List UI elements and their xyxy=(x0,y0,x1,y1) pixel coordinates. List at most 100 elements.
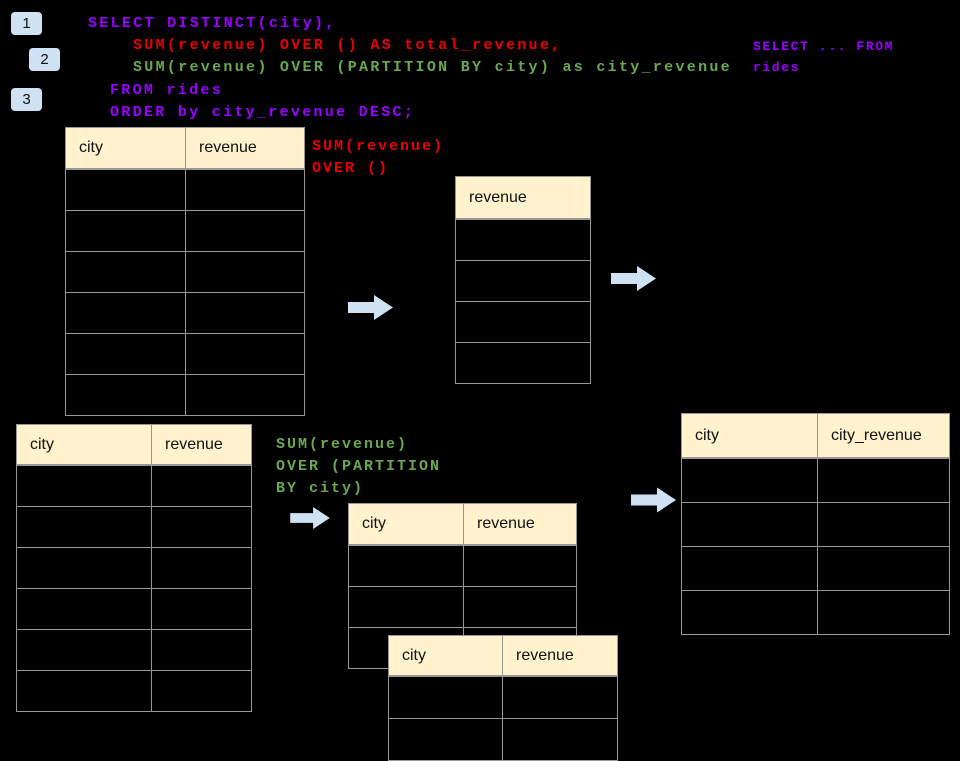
sql-select-line: SELECT DISTINCT(city), xyxy=(88,15,337,32)
table-row xyxy=(66,292,304,333)
column-header-revenue: revenue xyxy=(477,515,535,532)
table-row xyxy=(17,465,251,506)
table-row xyxy=(456,342,590,383)
table-row xyxy=(349,545,576,586)
table-header-row: revenue xyxy=(456,177,590,219)
table-cell xyxy=(503,719,617,760)
table-row xyxy=(66,210,304,251)
table-cell xyxy=(152,671,251,711)
annotation-total-line1: SUM(revenue) xyxy=(312,138,445,155)
column-header-revenue: revenue xyxy=(199,139,257,156)
table-cell xyxy=(17,548,152,588)
table-header-row: city city_revenue xyxy=(682,414,949,458)
annotation-partition-line2: OVER (PARTITION xyxy=(276,458,442,475)
table-row xyxy=(349,586,576,627)
column-header-revenue: revenue xyxy=(165,435,223,453)
table-cell xyxy=(349,587,464,627)
table-cell xyxy=(17,630,152,670)
column-header-revenue: revenue xyxy=(516,646,574,664)
slide-canvas: { "steps": { "badge1": "1", "badge2": "2… xyxy=(11,12,950,761)
side-note: SELECT ... FROM rides xyxy=(753,36,894,78)
table-cell xyxy=(152,630,251,670)
table-row xyxy=(682,590,949,634)
table-cell xyxy=(349,546,464,586)
table-cell xyxy=(503,677,617,718)
side-note-line1: SELECT ... FROM xyxy=(753,39,895,54)
table-cell xyxy=(682,547,818,590)
column-header-city: city xyxy=(682,414,818,457)
column-header-city: city xyxy=(66,128,186,168)
table-cell xyxy=(66,375,186,415)
table-cell xyxy=(818,591,949,634)
side-note-line2: rides xyxy=(753,60,801,75)
table-row xyxy=(66,374,304,415)
table-row xyxy=(17,629,251,670)
table-row xyxy=(66,333,304,374)
table-header-row: city revenue xyxy=(66,128,304,169)
table-row xyxy=(66,169,304,210)
table-cell xyxy=(456,220,590,260)
right-arrow-icon xyxy=(631,487,676,513)
table-cell xyxy=(818,503,949,546)
table-cell xyxy=(186,170,304,210)
table-row xyxy=(682,502,949,546)
table-cell xyxy=(186,334,304,374)
column-header-revenue: revenue xyxy=(469,188,527,206)
table-cell xyxy=(17,507,152,547)
right-arrow-icon xyxy=(611,266,656,291)
table-cell xyxy=(818,547,949,590)
table-cell xyxy=(464,587,576,627)
table-cell xyxy=(66,211,186,251)
table-cell xyxy=(66,170,186,210)
column-header-city-revenue: city_revenue xyxy=(831,426,922,444)
sql-order-line: ORDER by city_revenue DESC; xyxy=(110,104,416,121)
table-cell xyxy=(456,302,590,342)
table-cell xyxy=(682,591,818,634)
table-cell xyxy=(17,589,152,629)
column-header-city: city xyxy=(17,425,152,464)
table-cell xyxy=(66,252,186,292)
table-cell xyxy=(464,546,576,586)
table-cell xyxy=(152,466,251,506)
table-row xyxy=(17,547,251,588)
step-1-badge: 1 xyxy=(11,12,42,35)
annotation-total-line2: OVER () xyxy=(312,160,390,177)
table-row xyxy=(682,546,949,590)
table-cell xyxy=(818,459,949,502)
table-header-row: city revenue xyxy=(389,636,617,676)
table-cell xyxy=(389,719,503,760)
table-cell xyxy=(17,466,152,506)
table-cell xyxy=(66,334,186,374)
table-row xyxy=(456,301,590,342)
annotation-partition-line1: SUM(revenue) xyxy=(276,436,409,453)
table-cell xyxy=(186,293,304,333)
table-cell xyxy=(389,677,503,718)
table-cell xyxy=(152,548,251,588)
table-cell xyxy=(186,211,304,251)
final-result-table: city city_revenue xyxy=(681,413,950,635)
sql-from-line: FROM rides xyxy=(110,82,224,99)
table-cell xyxy=(456,343,590,383)
table-header-row: city revenue xyxy=(17,425,251,465)
table-cell xyxy=(186,375,304,415)
table-row xyxy=(456,260,590,301)
partition-table-front: city revenue xyxy=(388,635,618,761)
table-cell xyxy=(152,589,251,629)
table-cell xyxy=(186,252,304,292)
table-row xyxy=(682,458,949,502)
table-cell xyxy=(66,293,186,333)
table-row xyxy=(17,506,251,547)
table-row xyxy=(389,676,617,718)
right-arrow-icon xyxy=(348,295,393,320)
right-arrow-icon xyxy=(290,507,330,529)
column-header-city: city xyxy=(389,636,503,675)
total-revenue-table: revenue xyxy=(455,176,591,384)
table-cell xyxy=(456,261,590,301)
sql-total-line: SUM(revenue) OVER () AS total_revenue, xyxy=(133,37,563,54)
source-table-bottom: city revenue xyxy=(16,424,252,712)
step-2-badge: 2 xyxy=(29,48,60,71)
table-header-row: city revenue xyxy=(349,504,576,545)
annotation-total: SUM(revenue) OVER () xyxy=(312,136,444,180)
table-cell xyxy=(17,671,152,711)
